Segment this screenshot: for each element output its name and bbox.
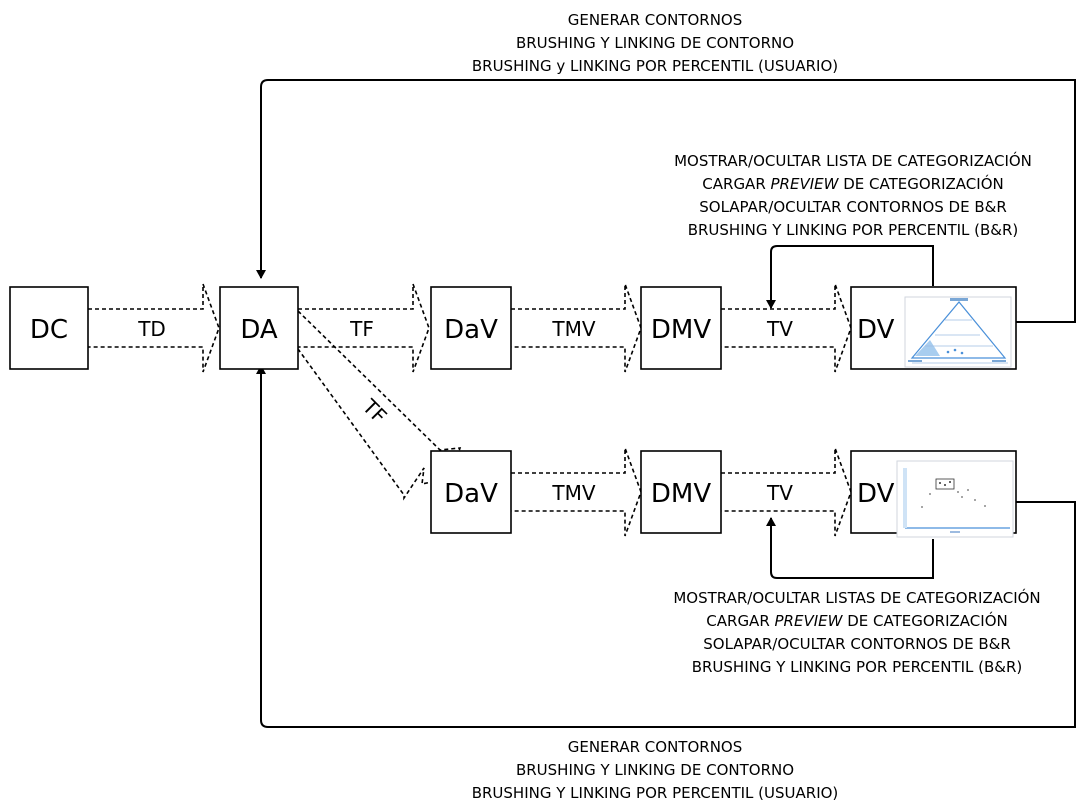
scatter-plot-thumbnail: [897, 461, 1013, 537]
node-dv-top: DV: [851, 287, 1016, 369]
arrow-tf-top-label: TF: [349, 317, 374, 341]
bottom-loop-note-1: GENERAR CONTORNOS: [568, 738, 743, 756]
node-dmv-top-label: DMV: [651, 315, 711, 345]
arrow-td-label: TD: [137, 317, 166, 341]
node-dmv-bottom-label: DMV: [651, 479, 711, 509]
bottom-loop-notes: GENERAR CONTORNOS BRUSHING Y LINKING DE …: [472, 738, 839, 801]
node-dv-bottom: DV: [851, 451, 1016, 537]
bottom-dv-note-2: CARGAR PREVIEW DE CATEGORIZACIÓN: [706, 611, 1007, 630]
bottom-dv-note-3: SOLAPAR/OCULTAR CONTORNOS DE B&R: [703, 635, 1011, 653]
arrow-tmv-top-label: TMV: [551, 317, 595, 341]
ternary-plot-thumbnail: [905, 297, 1011, 367]
node-dmv-bottom: DMV: [641, 451, 721, 533]
top-loop-note-2: BRUSHING Y LINKING DE CONTORNO: [516, 34, 794, 52]
node-dv-bottom-label: DV: [857, 479, 895, 509]
top-dv-notes: MOSTRAR/OCULTAR LISTA DE CATEGORIZACIÓN …: [674, 151, 1032, 239]
node-dav-bottom: DaV: [431, 451, 511, 533]
arrow-tv-top-label: TV: [766, 317, 793, 341]
node-dav-top: DaV: [431, 287, 511, 369]
top-dv-note-2: CARGAR PREVIEW DE CATEGORIZACIÓN: [702, 174, 1003, 193]
node-dav-top-label: DaV: [444, 315, 498, 345]
node-dc-label: DC: [30, 315, 68, 345]
arrow-tv-bottom-label: TV: [766, 481, 793, 505]
node-dav-bottom-label: DaV: [444, 479, 498, 509]
bottom-dv-notes: MOSTRAR/OCULTAR LISTAS DE CATEGORIZACIÓN…: [673, 588, 1040, 676]
top-loop-note-1: GENERAR CONTORNOS: [568, 11, 743, 29]
bottom-dv-note-4: BRUSHING Y LINKING POR PERCENTIL (B&R): [692, 658, 1023, 676]
arrow-tf-diagonal-label: TF: [357, 394, 391, 428]
top-loop-notes: GENERAR CONTORNOS BRUSHING Y LINKING DE …: [472, 11, 838, 75]
arrow-tmv-bottom-label: TMV: [551, 481, 595, 505]
top-dv-note-4: BRUSHING Y LINKING POR PERCENTIL (B&R): [688, 221, 1019, 239]
bottom-dv-note-1: MOSTRAR/OCULTAR LISTAS DE CATEGORIZACIÓN: [673, 588, 1040, 607]
node-dmv-top: DMV: [641, 287, 721, 369]
node-dc: DC: [10, 287, 88, 369]
node-da-label: DA: [240, 315, 278, 345]
top-loop-note-3: BRUSHING y LINKING POR PERCENTIL (USUARI…: [472, 57, 838, 75]
node-dv-top-label: DV: [857, 315, 895, 345]
top-dv-note-1: MOSTRAR/OCULTAR LISTA DE CATEGORIZACIÓN: [674, 151, 1032, 170]
bottom-loop-note-2: BRUSHING Y LINKING DE CONTORNO: [516, 761, 794, 779]
top-dv-note-3: SOLAPAR/OCULTAR CONTORNOS DE B&R: [699, 198, 1007, 216]
node-da: DA: [220, 287, 298, 369]
bottom-loop-note-3: BRUSHING Y LINKING POR PERCENTIL (USUARI…: [472, 784, 839, 801]
